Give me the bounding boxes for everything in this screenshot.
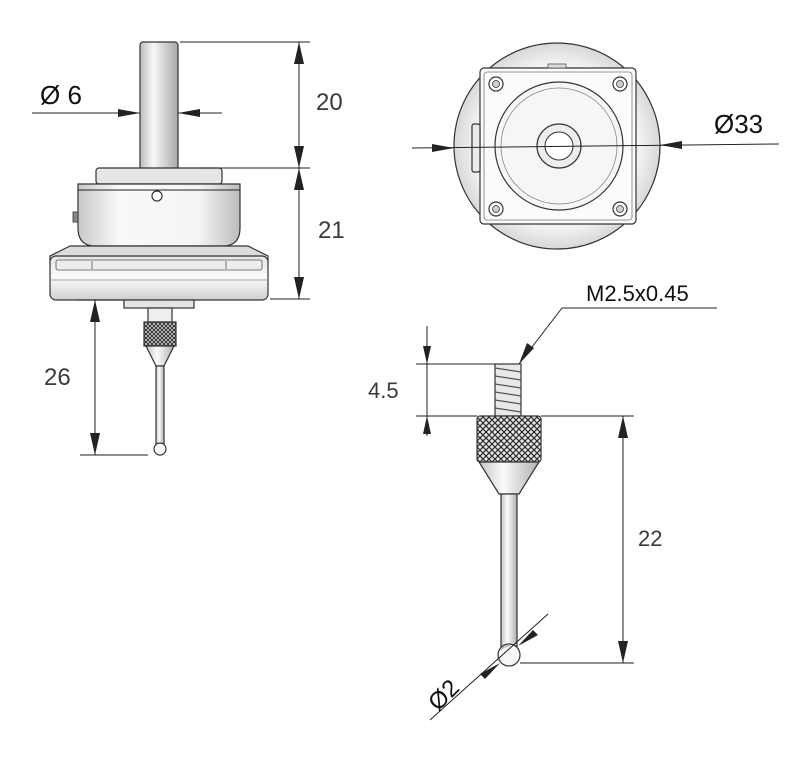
label-thread-length: 4.5: [368, 378, 399, 403]
probe-bottom-boss: [123, 299, 195, 309]
probe-stylus-ball: [153, 442, 167, 456]
dim-shank-diameter: Ø 6: [32, 80, 222, 117]
probe-side-view: [49, 41, 269, 456]
label-shank-length: 20: [316, 89, 343, 116]
label-stylus-length: 26: [44, 364, 71, 391]
dim-thread-length: 4.5: [368, 326, 495, 436]
stylus-stem: [500, 493, 518, 649]
probe-side-hole: [151, 190, 163, 202]
label-thread: M2.5x0.45: [586, 281, 689, 306]
dim-stylus-detail-length: 22: [520, 415, 662, 664]
probe-stylus-cone: [145, 345, 175, 367]
label-shank-diameter: Ø 6: [40, 80, 82, 110]
label-ball-diameter: Ø2: [423, 675, 465, 717]
stylus-thread: [494, 363, 522, 417]
probe-top-view: [453, 42, 661, 250]
dim-outer-diameter: Ø33: [411, 109, 780, 152]
stylus-cone: [477, 461, 541, 495]
probe-shank: [139, 41, 179, 171]
probe-stylus-knurl: [143, 321, 177, 347]
stylus-knurled-head: [476, 415, 542, 463]
dim-shank-length: 20: [180, 41, 343, 169]
dim-ball-diameter: Ø2: [423, 613, 549, 721]
probe-stylus-stem: [155, 365, 165, 445]
probe-flange-groove: [55, 259, 263, 271]
dim-body-height: 21: [270, 168, 345, 300]
stylus-ball: [497, 643, 521, 667]
label-stylus-detail-length: 22: [638, 526, 662, 551]
probe-stylus-neck: [147, 307, 173, 323]
dim-stylus-length: 26: [44, 299, 148, 456]
top-side-tab: [471, 123, 481, 173]
label-body-height: 21: [318, 217, 345, 244]
probe-side-pin: [72, 211, 79, 223]
dim-thread-leader: M2.5x0.45: [518, 281, 717, 365]
stylus-detail: [476, 363, 542, 667]
label-outer-diameter: Ø33: [714, 109, 763, 139]
probe-collar: [95, 167, 223, 185]
